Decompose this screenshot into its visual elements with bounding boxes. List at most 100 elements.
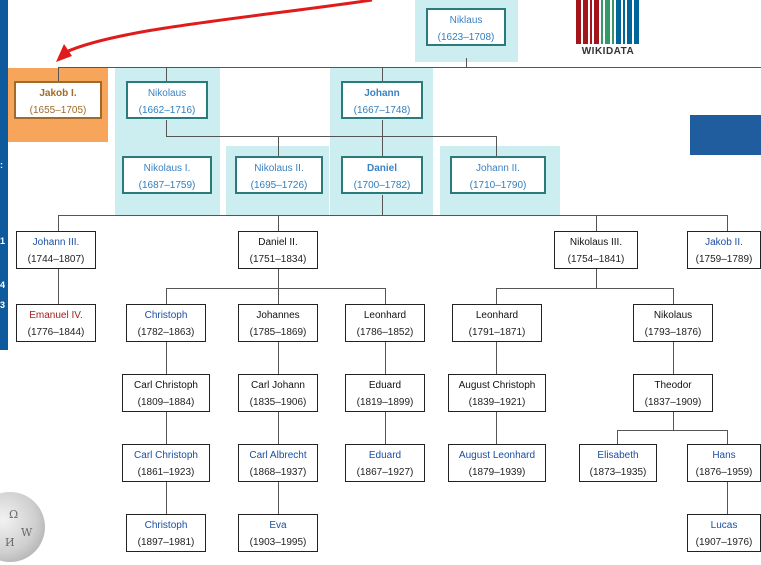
person-leonhard-1791[interactable]: Leonhard (1791–1871) <box>452 304 542 342</box>
person-name: Hans <box>712 450 736 461</box>
person-daniel-ii[interactable]: Daniel II. (1751–1834) <box>238 231 318 269</box>
person-leonhard-1786[interactable]: Leonhard (1786–1852) <box>345 304 425 342</box>
connector-line <box>166 412 167 444</box>
connector-line <box>278 215 279 231</box>
person-august-leonhard[interactable]: August Leonhard (1879–1939) <box>448 444 546 482</box>
person-name: Eduard <box>368 450 402 461</box>
person-dates: (1907–1976) <box>695 537 753 548</box>
person-nikolaus-i[interactable]: Nikolaus I. (1687–1759) <box>122 156 212 194</box>
person-name: Elisabeth <box>597 450 639 461</box>
person-dates: (1785–1869) <box>249 327 307 338</box>
connector-line <box>466 58 467 68</box>
connector-line <box>382 120 383 156</box>
person-dates: (1879–1939) <box>468 467 526 478</box>
person-eduard-1867[interactable]: Eduard (1867–1927) <box>345 444 425 482</box>
connector-line <box>385 342 386 374</box>
person-dates: (1655–1705) <box>29 105 87 116</box>
connector-line <box>496 288 673 289</box>
wikidata-logo[interactable]: WIKIDATA <box>572 0 644 60</box>
person-johannes[interactable]: Johannes (1785–1869) <box>238 304 318 342</box>
person-theodor[interactable]: Theodor (1837–1909) <box>633 374 713 412</box>
person-jakob-ii[interactable]: Jakob II. (1759–1789) <box>687 231 761 269</box>
person-johann-ii[interactable]: Johann II. (1710–1790) <box>450 156 546 194</box>
person-dates: (1839–1921) <box>468 397 526 408</box>
person-dates: (1897–1981) <box>137 537 195 548</box>
person-name: Leonhard <box>475 310 519 321</box>
person-hans[interactable]: Hans (1876–1959) <box>687 444 761 482</box>
person-dates: (1793–1876) <box>644 327 702 338</box>
person-dates: (1744–1807) <box>27 254 85 265</box>
connector-line <box>166 288 386 289</box>
person-dates: (1868–1937) <box>249 467 307 478</box>
person-dates: (1662–1716) <box>138 105 196 116</box>
person-dates: (1623–1708) <box>437 32 495 43</box>
connector-line <box>382 195 383 215</box>
connector-line <box>673 412 674 430</box>
person-eduard-1819[interactable]: Eduard (1819–1899) <box>345 374 425 412</box>
person-dates: (1759–1789) <box>695 254 753 265</box>
person-name: Carl Albrecht <box>249 450 307 461</box>
person-dates: (1667–1748) <box>353 105 411 116</box>
person-jakob-i[interactable]: Jakob I. (1655–1705) <box>14 81 102 119</box>
connector-line <box>727 482 728 514</box>
person-christoph[interactable]: Christoph (1782–1863) <box>126 304 206 342</box>
person-carl-christoph-1861[interactable]: Carl Christoph (1861–1923) <box>122 444 210 482</box>
person-nikolaus-1793[interactable]: Nikolaus (1793–1876) <box>633 304 713 342</box>
connector-line <box>166 288 167 304</box>
connector-line <box>278 482 279 514</box>
person-lucas[interactable]: Lucas (1907–1976) <box>687 514 761 552</box>
person-nikolaus-ii[interactable]: Nikolaus II. (1695–1726) <box>235 156 323 194</box>
person-name: Eduard <box>368 380 402 391</box>
person-dates: (1903–1995) <box>249 537 307 548</box>
connector-line <box>58 215 59 231</box>
person-johann-iii[interactable]: Johann III. (1744–1807) <box>16 231 96 269</box>
person-dates: (1751–1834) <box>249 254 307 265</box>
person-nikolaus-iii[interactable]: Nikolaus III. (1754–1841) <box>554 231 638 269</box>
connector-line <box>727 430 728 444</box>
person-name: August Christoph <box>458 380 536 391</box>
connector-line <box>673 288 674 304</box>
person-eva[interactable]: Eva (1903–1995) <box>238 514 318 552</box>
person-niklaus[interactable]: Niklaus (1623–1708) <box>426 8 506 46</box>
panel-mark: 3 <box>0 300 6 310</box>
person-elisabeth[interactable]: Elisabeth (1873–1935) <box>579 444 657 482</box>
connector-line <box>278 342 279 374</box>
connector-line <box>278 412 279 444</box>
person-august-christoph[interactable]: August Christoph (1839–1921) <box>448 374 546 412</box>
person-name: Daniel <box>366 163 397 174</box>
person-dates: (1791–1871) <box>468 327 526 338</box>
person-carl-johann[interactable]: Carl Johann (1835–1906) <box>238 374 318 412</box>
wikidata-barcode-icon <box>576 0 639 44</box>
person-name: Carl Christoph <box>134 380 198 391</box>
connector-line <box>58 268 59 304</box>
person-name: Jakob II. <box>705 237 743 248</box>
person-christoph-1897[interactable]: Christoph (1897–1981) <box>126 514 206 552</box>
connector-line <box>166 342 167 374</box>
person-name: Nikolaus III. <box>569 237 623 248</box>
person-name: Lucas <box>710 520 738 531</box>
person-nikolaus[interactable]: Nikolaus (1662–1716) <box>126 81 208 119</box>
person-dates: (1710–1790) <box>469 180 527 191</box>
person-name: Niklaus <box>449 15 483 26</box>
person-name: Nikolaus <box>653 310 693 321</box>
person-name: Christoph <box>144 520 188 531</box>
person-daniel[interactable]: Daniel (1700–1782) <box>341 156 423 194</box>
panel-mark: 4 <box>0 280 6 290</box>
connector-line <box>617 430 618 444</box>
person-name: Nikolaus II. <box>254 163 304 174</box>
connector-line <box>596 268 597 288</box>
person-johann[interactable]: Johann (1667–1748) <box>341 81 423 119</box>
person-name: Daniel II. <box>258 237 298 248</box>
person-dates: (1786–1852) <box>356 327 414 338</box>
person-name: Carl Johann <box>251 380 305 391</box>
connector-line <box>385 412 386 444</box>
person-name: Carl Christoph <box>134 450 198 461</box>
person-name: Nikolaus <box>147 88 187 99</box>
person-carl-albrecht[interactable]: Carl Albrecht (1868–1937) <box>238 444 318 482</box>
person-carl-christoph-1809[interactable]: Carl Christoph (1809–1884) <box>122 374 210 412</box>
person-emanuel-iv[interactable]: Emanuel IV. (1776–1844) <box>16 304 96 342</box>
left-side-panel: : 1 4 3 <box>0 0 8 350</box>
person-dates: (1867–1927) <box>356 467 414 478</box>
connector-line <box>166 120 167 136</box>
